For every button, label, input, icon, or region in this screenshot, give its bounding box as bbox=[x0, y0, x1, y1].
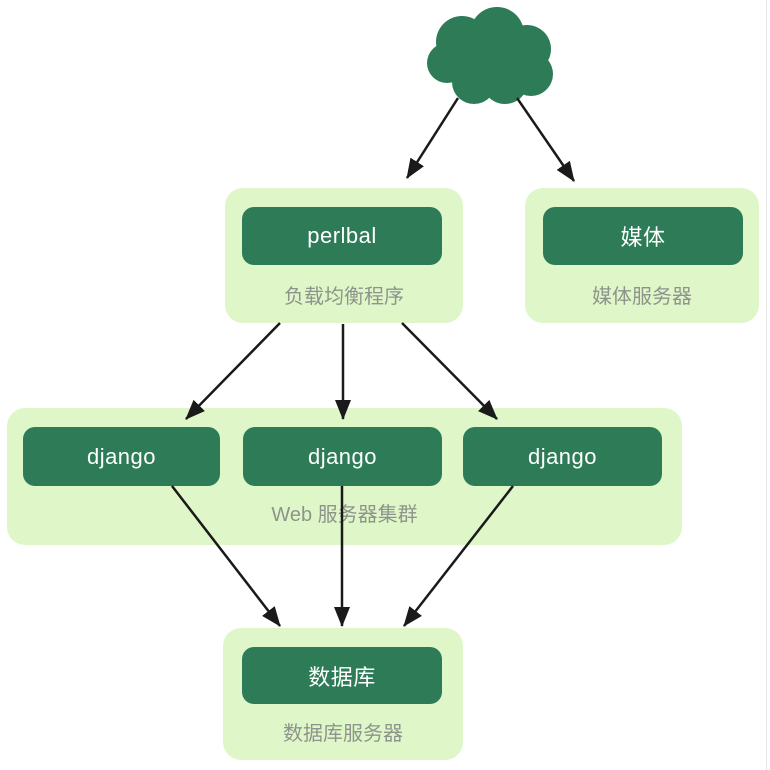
django-node-3: django bbox=[463, 427, 662, 486]
database-caption: 数据库服务器 bbox=[283, 723, 403, 745]
arrow-cloud-to-load-balancer bbox=[405, 97, 460, 179]
django-node-1-label: django bbox=[86, 443, 157, 469]
arrow-cloud-to-media-server bbox=[515, 97, 576, 182]
media-node-label: 媒体 bbox=[620, 225, 666, 250]
page-right-border bbox=[766, 0, 767, 770]
arrow-lb-to-django-3 bbox=[401, 322, 498, 420]
load-balancer-caption: 负载均衡程序 bbox=[284, 286, 404, 308]
perlbal-node-label: perlbal bbox=[307, 223, 377, 248]
arrow-lb-to-django-1 bbox=[185, 322, 281, 420]
django-node-2: django bbox=[243, 427, 442, 486]
perlbal-node: perlbal bbox=[242, 207, 442, 265]
cloud-icon bbox=[427, 7, 553, 104]
web-cluster-caption: Web 服务器集群 bbox=[271, 504, 418, 526]
database-node: 数据库 bbox=[242, 647, 442, 704]
django-node-1: django bbox=[23, 427, 220, 486]
media-server-caption: 媒体服务器 bbox=[592, 286, 692, 308]
django-node-2-label: django bbox=[307, 443, 378, 469]
database-node-label: 数据库 bbox=[308, 664, 376, 690]
django-node-3-label: django bbox=[527, 443, 598, 469]
media-node: 媒体 bbox=[543, 207, 743, 265]
